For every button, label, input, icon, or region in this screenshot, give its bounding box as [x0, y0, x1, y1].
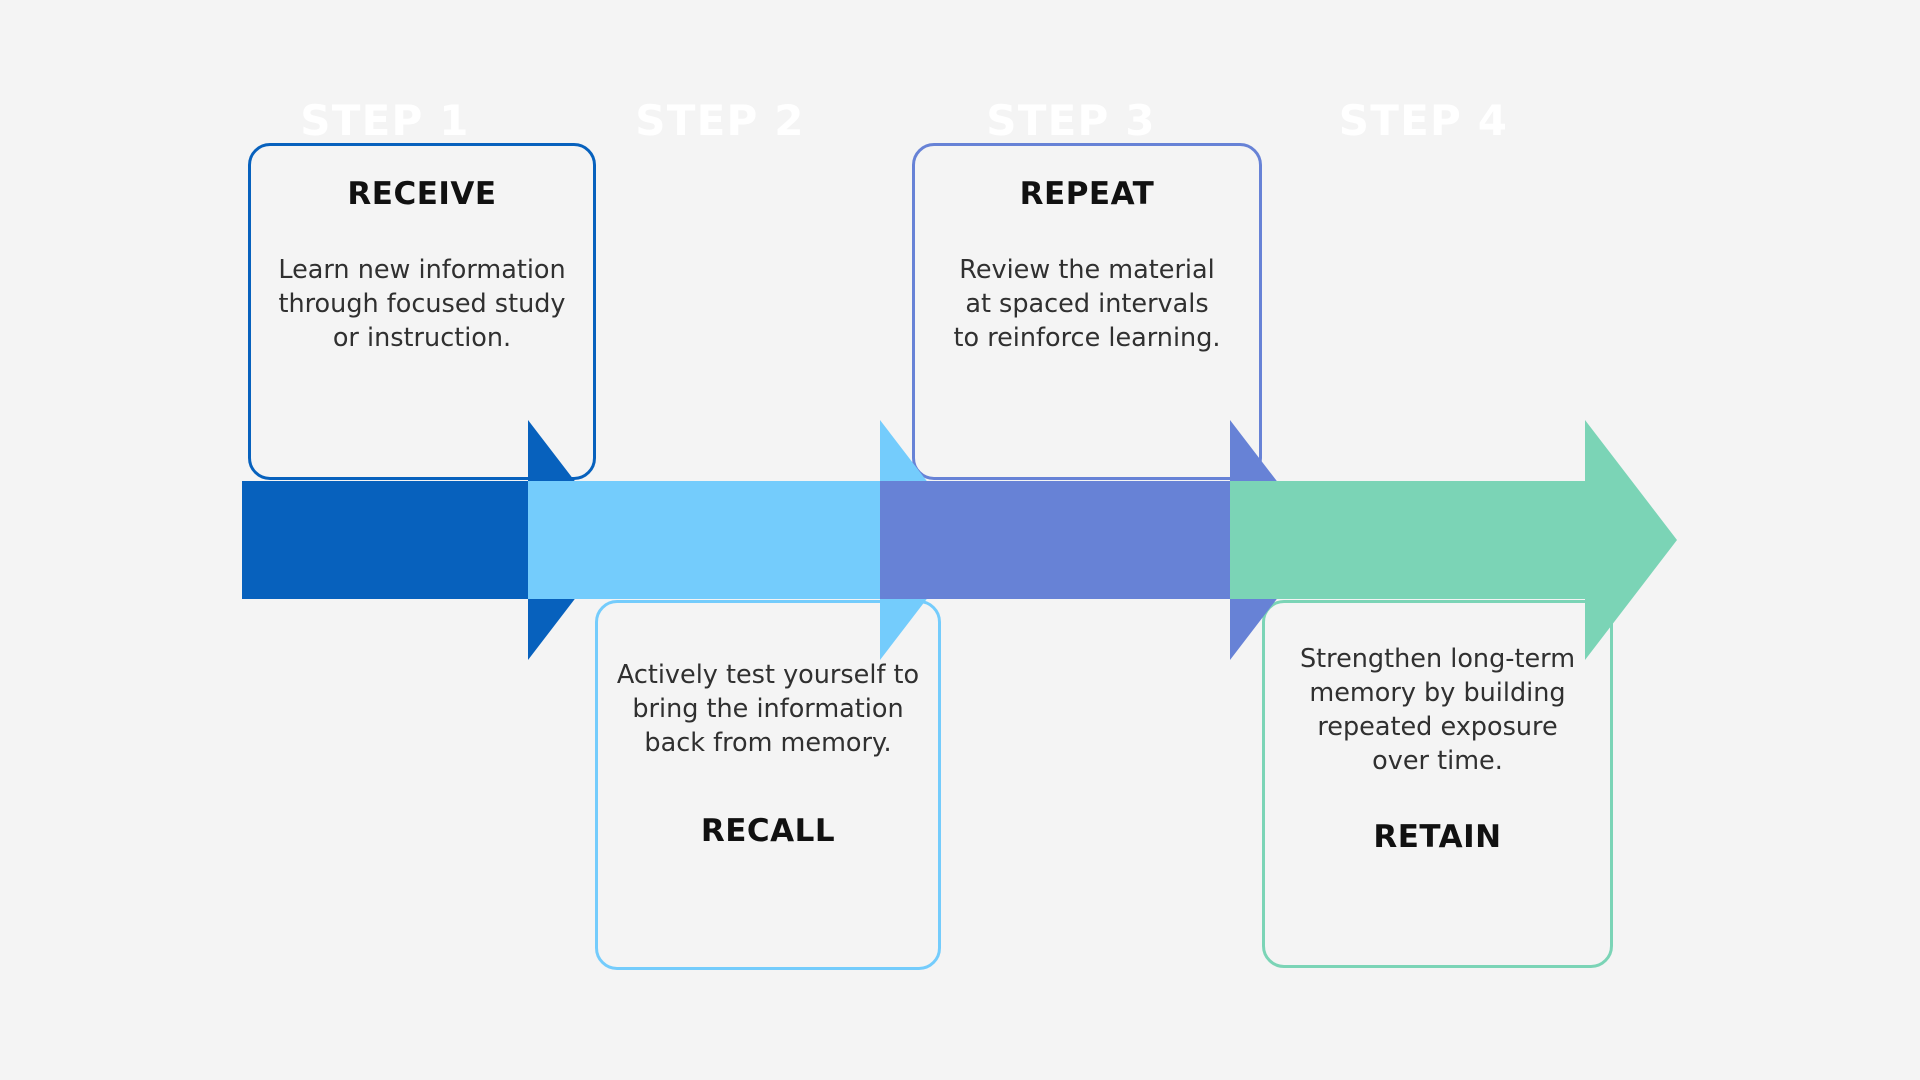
card-4-line-1: Strengthen long-term: [1299, 644, 1576, 674]
step-card-1[interactable]: RECEIVE Learn new information through fo…: [248, 143, 596, 480]
card-2-line-1: Actively test yourself to: [616, 660, 920, 690]
step-card-3[interactable]: REPEAT Review the material at spaced int…: [912, 143, 1262, 480]
card-4-line-2: memory by building: [1309, 677, 1566, 708]
step-card-3-title: REPEAT: [1019, 176, 1155, 212]
step-card-3-description: Review the material at spaced intervals …: [953, 254, 1220, 356]
step-arrow-2[interactable]: [528, 420, 972, 660]
step-card-4-description: Strengthen long-term memory by building …: [1300, 643, 1575, 779]
card-1-line-3: or instruction.: [332, 322, 512, 353]
step-arrow-4[interactable]: [1230, 420, 1677, 660]
arrow-right-icon-2: [528, 420, 972, 660]
step-card-2-title: RECALL: [700, 812, 836, 849]
step-arrow-4-label: STEP 4: [1338, 95, 1509, 145]
card-4-line-4: over time.: [1372, 745, 1503, 776]
card-4-line-3: repeated exposure: [1317, 711, 1558, 742]
step-card-1-title: RECEIVE: [347, 176, 497, 212]
arrow-right-icon-1: [242, 420, 620, 660]
card-2-line-3: back from memory.: [644, 727, 892, 758]
step-card-2[interactable]: Actively test yourself to bring the info…: [595, 600, 941, 970]
card-2-line-2: bring the information: [632, 693, 904, 724]
step-card-1-description: Learn new information through focused st…: [278, 254, 565, 356]
step-arrow-2-label: STEP 2: [635, 95, 805, 145]
step-arrow-1[interactable]: [242, 420, 620, 660]
card-1-line-1: Learn new information: [278, 255, 566, 285]
step-arrow-3[interactable]: [880, 420, 1322, 660]
step-card-4-title: RETAIN: [1373, 818, 1502, 855]
card-3-line-3: to reinforce learning.: [953, 322, 1221, 353]
step-card-4[interactable]: Strengthen long-term memory by building …: [1262, 600, 1613, 968]
card-1-line-2: through focused study: [278, 288, 566, 319]
step-card-2-description: Actively test yourself to bring the info…: [617, 659, 919, 761]
card-3-line-1: Review the material: [959, 255, 1215, 285]
arrow-right-icon-4: [1230, 420, 1677, 660]
arrow-right-icon-3: [880, 420, 1322, 660]
card-3-line-2: at spaced intervals: [965, 288, 1209, 319]
